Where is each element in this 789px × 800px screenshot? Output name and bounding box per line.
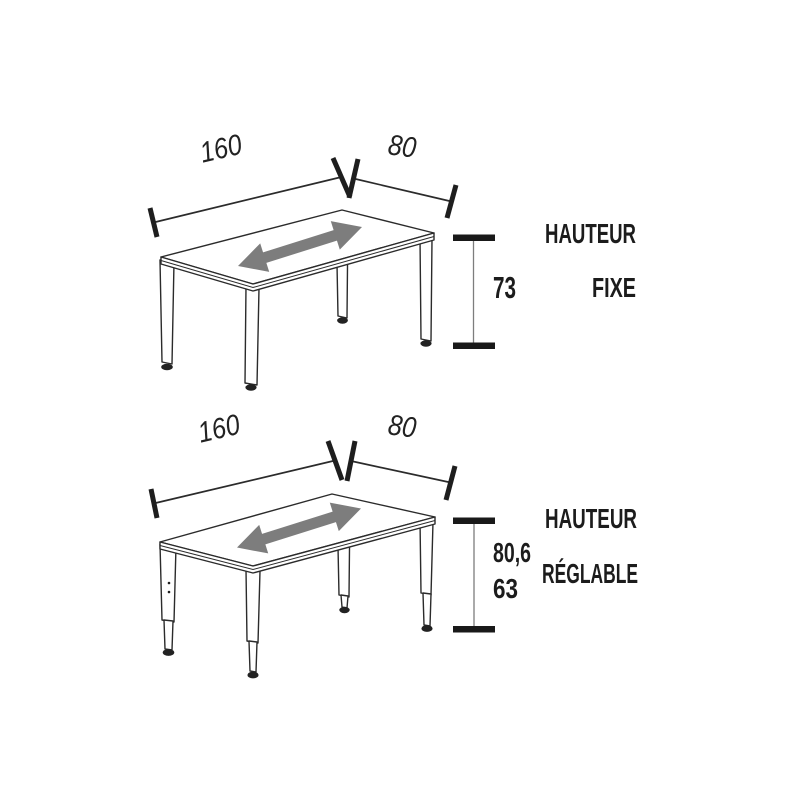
height-gauge: 80,6 63 [453, 517, 531, 633]
table-leg-lower [340, 594, 349, 609]
depth-dimension-label: 80 [386, 129, 418, 164]
gauge-top-bar [453, 234, 495, 241]
adjustment-hole [167, 581, 171, 585]
depth-dimension-line [350, 460, 451, 484]
caption-line-1: HAUTEUR [545, 218, 636, 249]
caption-line-2: FIXE [592, 272, 636, 303]
dimension-tick [344, 440, 358, 482]
table-drawing [159, 209, 435, 391]
height-max-label: 80,6 [493, 537, 531, 568]
height-min-label: 63 [493, 573, 518, 604]
gauge-bottom-bar [453, 342, 495, 349]
double-arrow-icon [238, 221, 362, 272]
dimension-tick [444, 184, 459, 219]
depth-dimension-line [353, 177, 452, 203]
table-leg [419, 236, 433, 342]
gauge-bottom-bar [453, 626, 495, 633]
table-leg [159, 259, 175, 365]
height-value-label: 73 [493, 270, 516, 305]
table-drawing [159, 493, 436, 679]
table-leg [244, 285, 260, 386]
figure-caption: HAUTEUR FIXE [545, 218, 636, 303]
width-dimension-line [153, 459, 336, 505]
depth-dimension: 80 [344, 409, 458, 501]
leg-foot [162, 649, 175, 656]
leg-foot [245, 384, 257, 391]
tabletop-edge [160, 232, 435, 292]
leg-foot [420, 340, 432, 347]
dimension-tick [147, 207, 160, 238]
width-dimension: 160 [148, 409, 345, 519]
double-arrow-icon [237, 502, 361, 554]
dimension-tick [325, 440, 345, 481]
table-leg-lower [422, 592, 432, 627]
width-dimension-label: 160 [197, 129, 245, 170]
adjustable-height-table-figure: 160 80 [148, 409, 638, 679]
caption-line-2: RÉGLABLE [542, 558, 638, 589]
leg-foot [161, 363, 173, 371]
gauge-top-bar [453, 517, 495, 524]
width-dimension: 160 [147, 129, 353, 238]
table-leg-lower [248, 640, 258, 673]
leg-foot [421, 625, 433, 632]
tabletop-edge [159, 516, 436, 574]
leg-foot [337, 317, 348, 324]
figure-caption: HAUTEUR RÉGLABLE [542, 503, 638, 589]
dimension-tick [443, 465, 458, 501]
width-dimension-label: 160 [195, 409, 243, 450]
dimension-tick [330, 157, 353, 198]
fixed-height-table-figure: 160 80 [147, 129, 636, 391]
leg-foot [339, 606, 350, 614]
dimension-tick [346, 158, 361, 199]
table-leg-upper [419, 519, 434, 596]
depth-dimension: 80 [346, 129, 459, 219]
depth-dimension-label: 80 [386, 409, 418, 444]
leg-foot [247, 671, 259, 679]
table-leg-lower [163, 619, 174, 651]
height-gauge: 73 [453, 234, 516, 349]
adjustment-hole [167, 590, 171, 594]
table-leg-upper [245, 568, 261, 644]
tabletop-edge-line [160, 236, 435, 289]
tabletop-edge-line [159, 520, 436, 571]
dimension-tick [148, 488, 160, 519]
width-dimension-line [153, 176, 342, 224]
caption-line-1: HAUTEUR [545, 503, 637, 534]
